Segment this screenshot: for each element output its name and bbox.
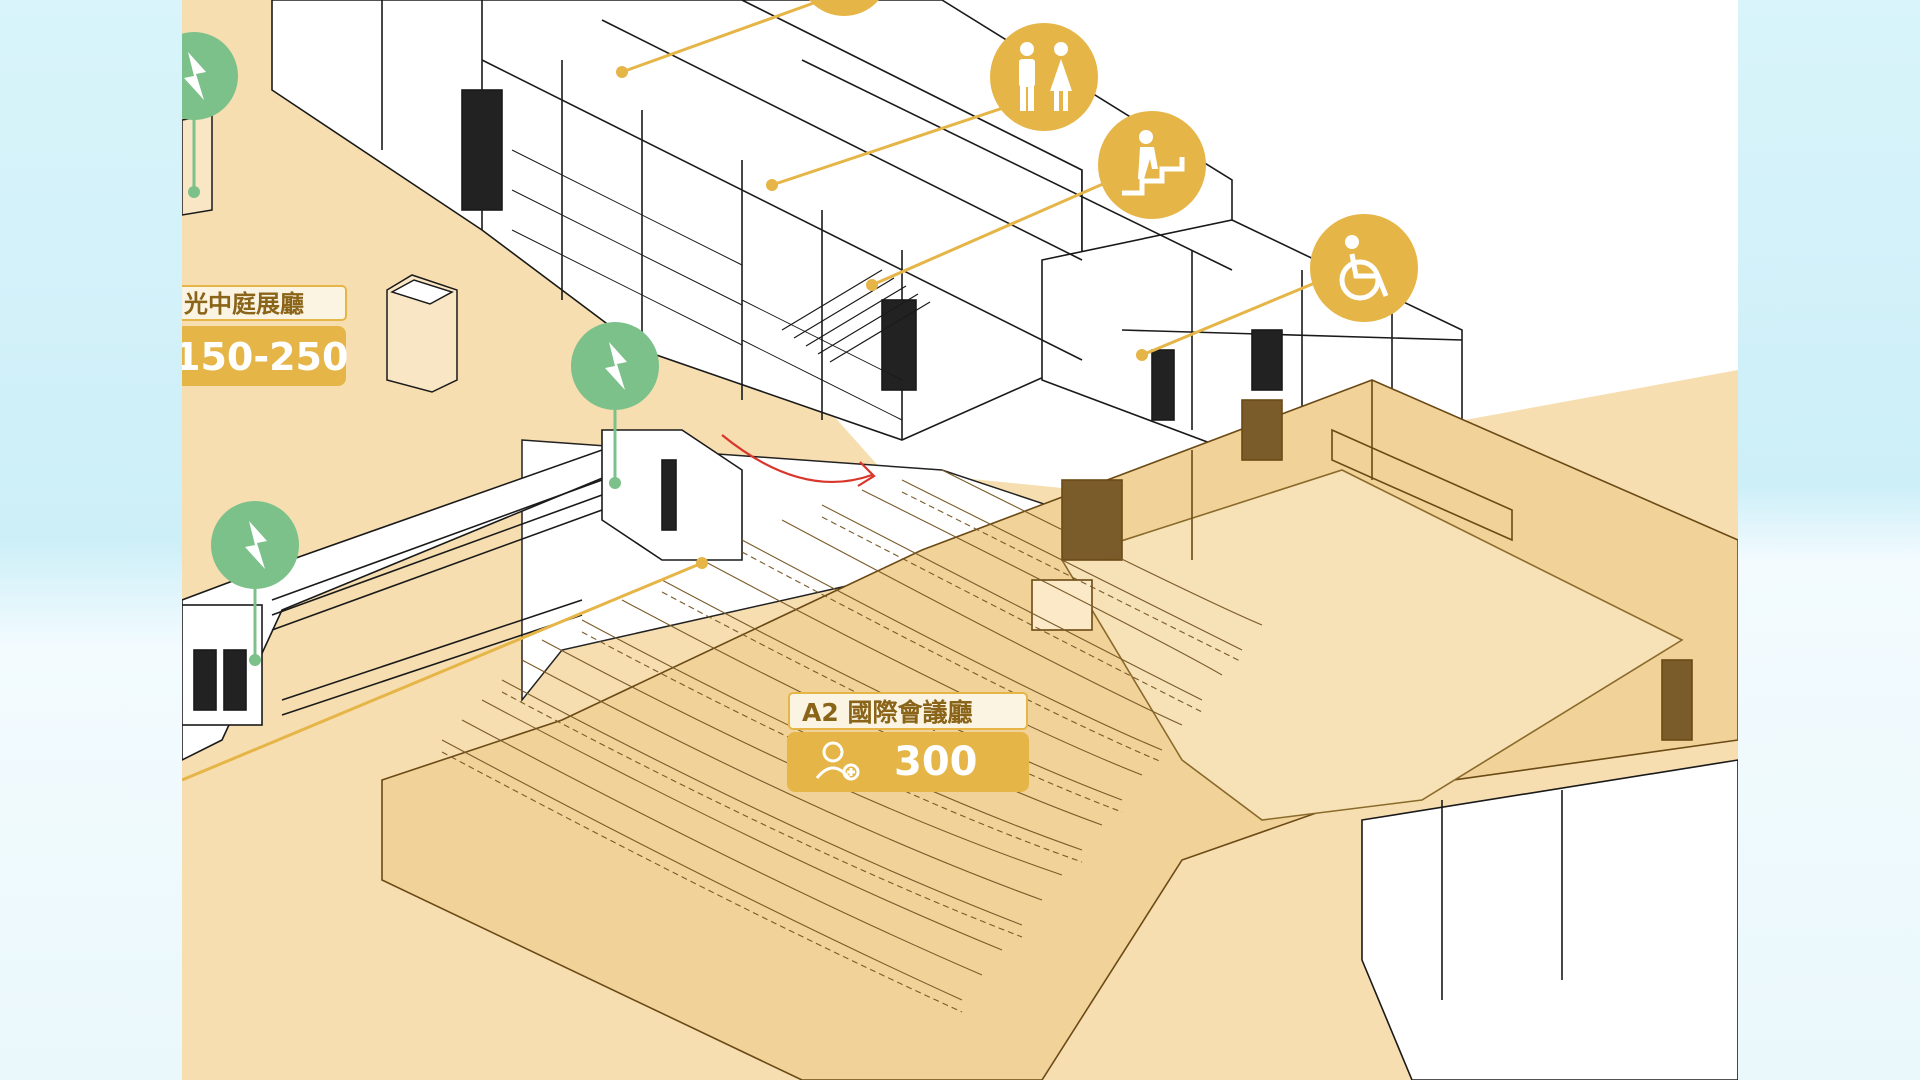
floor-plan-stage: 光中庭展廳 150-250 A2 國際會議廳 300 [182, 0, 1738, 1080]
background-left-panel [0, 0, 182, 1080]
restroom-icon [990, 23, 1098, 131]
atrium-label-name: 光中庭展廳 [183, 290, 304, 318]
a2-label-capacity: 300 [894, 739, 978, 785]
power-leader-dots [188, 186, 621, 666]
power-outlet-icon [182, 32, 238, 120]
auditorium-a2 [381, 379, 1738, 1080]
a2-label: A2 國際會議廳 300 [787, 692, 1029, 792]
upper-building-block [271, 0, 1463, 471]
atrium-label-capacity: 150-250 [182, 335, 348, 379]
background-right-panel [1738, 0, 1920, 1080]
pillar-atrium [386, 274, 458, 393]
left-stage-steps [182, 429, 743, 761]
floor-plan-diagram: 光中庭展廳 150-250 A2 國際會議廳 300 [182, 0, 1738, 1080]
leader-dots [616, 66, 1148, 569]
direction-arrow [721, 434, 873, 484]
a2-label-name: A2 國際會議廳 [802, 698, 972, 727]
right-walls [1361, 759, 1738, 1080]
power-outlet-icon [211, 501, 299, 589]
wheelchair-icon [1310, 214, 1418, 322]
pillar-left [182, 114, 213, 216]
stairs-icon [1098, 111, 1206, 219]
person-capacity-icon [815, 741, 860, 781]
atrium-label: 光中庭展廳 150-250 [182, 285, 348, 386]
leader-lines [182, 0, 1323, 782]
top-partial-icon [809, 0, 879, 16]
power-outlet-icon [571, 322, 659, 410]
direction-arrow-head [857, 461, 876, 487]
power-leaders [192, 110, 617, 660]
